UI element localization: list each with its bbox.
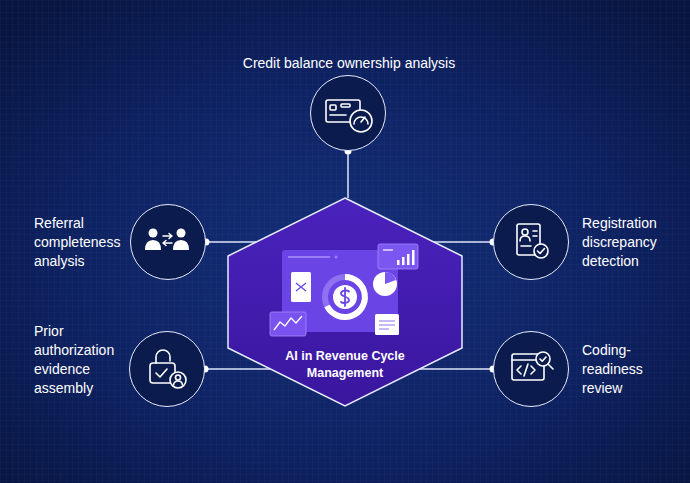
step-label: Credit balance ownership analysis — [199, 54, 499, 73]
card-stripe — [330, 114, 346, 116]
icon-circle-node: Prior authorization evidence assembly — [129, 331, 205, 407]
bar-card-line — [383, 249, 393, 250]
person-body — [145, 240, 161, 250]
pie-chart — [373, 272, 397, 296]
node-label: Coding-readiness review — [582, 341, 682, 398]
note-lines — [379, 321, 395, 329]
bar — [402, 257, 405, 265]
hexagon-shape — [228, 198, 462, 406]
step-label: Coding-readiness review — [582, 341, 682, 398]
check-badge — [534, 244, 548, 258]
donut-arc — [327, 277, 365, 317]
person-head — [177, 229, 186, 238]
gauge-needle — [361, 117, 365, 122]
hub-title: AI in Revenue Cycle Management — [275, 348, 415, 382]
bar — [412, 250, 415, 265]
document — [517, 224, 540, 255]
bar — [407, 254, 410, 265]
lock-shackle — [156, 350, 170, 363]
node-label: Registration discrepancy detection — [582, 214, 682, 271]
dashboard-illustration — [270, 244, 418, 336]
step-label: Registration discrepancy detection — [582, 214, 682, 271]
line-chart-card — [270, 312, 306, 336]
check-mark — [538, 249, 545, 254]
connector-line — [434, 241, 493, 243]
hexagon-node: AI in Revenue Cycle Management — [228, 198, 462, 406]
badge-body — [174, 381, 183, 385]
exchange-arrows — [163, 234, 172, 246]
pie-wedge — [385, 272, 396, 284]
window-bar — [512, 359, 544, 361]
registration-icon — [517, 224, 548, 258]
icon-circle-node: Referral completeness analysis — [130, 204, 206, 280]
credit-card-icon — [326, 100, 372, 132]
doc-person-body — [520, 236, 530, 241]
referral-icon — [145, 229, 189, 251]
icon-circle-node: Registration discrepancy detection — [493, 204, 569, 280]
card-body — [326, 100, 360, 122]
badge-head — [176, 375, 181, 380]
person-head — [149, 229, 158, 238]
doc-lines — [521, 231, 537, 246]
node-label: Referral completeness analysis — [34, 214, 129, 271]
icon-circle-node: Credit balance ownership analysis — [310, 75, 386, 151]
connector-line — [205, 368, 270, 370]
magnifier-handle — [548, 364, 553, 369]
code-brackets — [517, 364, 535, 376]
gauge-ring — [350, 110, 372, 132]
connector-line — [206, 241, 256, 243]
person-body — [173, 240, 189, 250]
magnifier-check — [540, 357, 546, 361]
window-bar — [288, 256, 330, 258]
magnifier — [536, 352, 550, 366]
window-dot — [335, 256, 338, 259]
person-badge — [170, 372, 186, 388]
step-label: Referral completeness analysis — [34, 214, 129, 271]
icon-circle-node: Coding-readiness review — [493, 331, 569, 407]
doc-person-head — [522, 229, 528, 235]
note-card — [375, 314, 399, 335]
connector-line — [347, 151, 349, 198]
step-label: Prior authorization evidence assembly — [34, 322, 130, 398]
coding-icon — [512, 352, 553, 380]
lock-check — [156, 369, 167, 377]
code-window — [512, 354, 544, 380]
node-label: Credit balance ownership analysis — [199, 54, 499, 73]
lock-body — [150, 363, 175, 383]
connector-line — [420, 368, 493, 370]
side-card — [291, 272, 311, 302]
side-card-cross — [296, 283, 306, 291]
card-chip — [330, 105, 336, 110]
authorization-icon — [150, 350, 186, 388]
coin — [333, 285, 357, 309]
line-chart — [274, 316, 302, 330]
dashboard-window — [282, 250, 398, 332]
dollar-symbol — [341, 288, 349, 306]
node-label: AI in Revenue Cycle Management — [275, 348, 415, 382]
bar-chart-card — [378, 244, 418, 269]
card-detail — [341, 104, 350, 107]
node-label: Prior authorization evidence assembly — [34, 322, 130, 398]
donut-track — [325, 277, 365, 317]
gauge-arc — [354, 117, 368, 124]
bar — [397, 260, 400, 265]
